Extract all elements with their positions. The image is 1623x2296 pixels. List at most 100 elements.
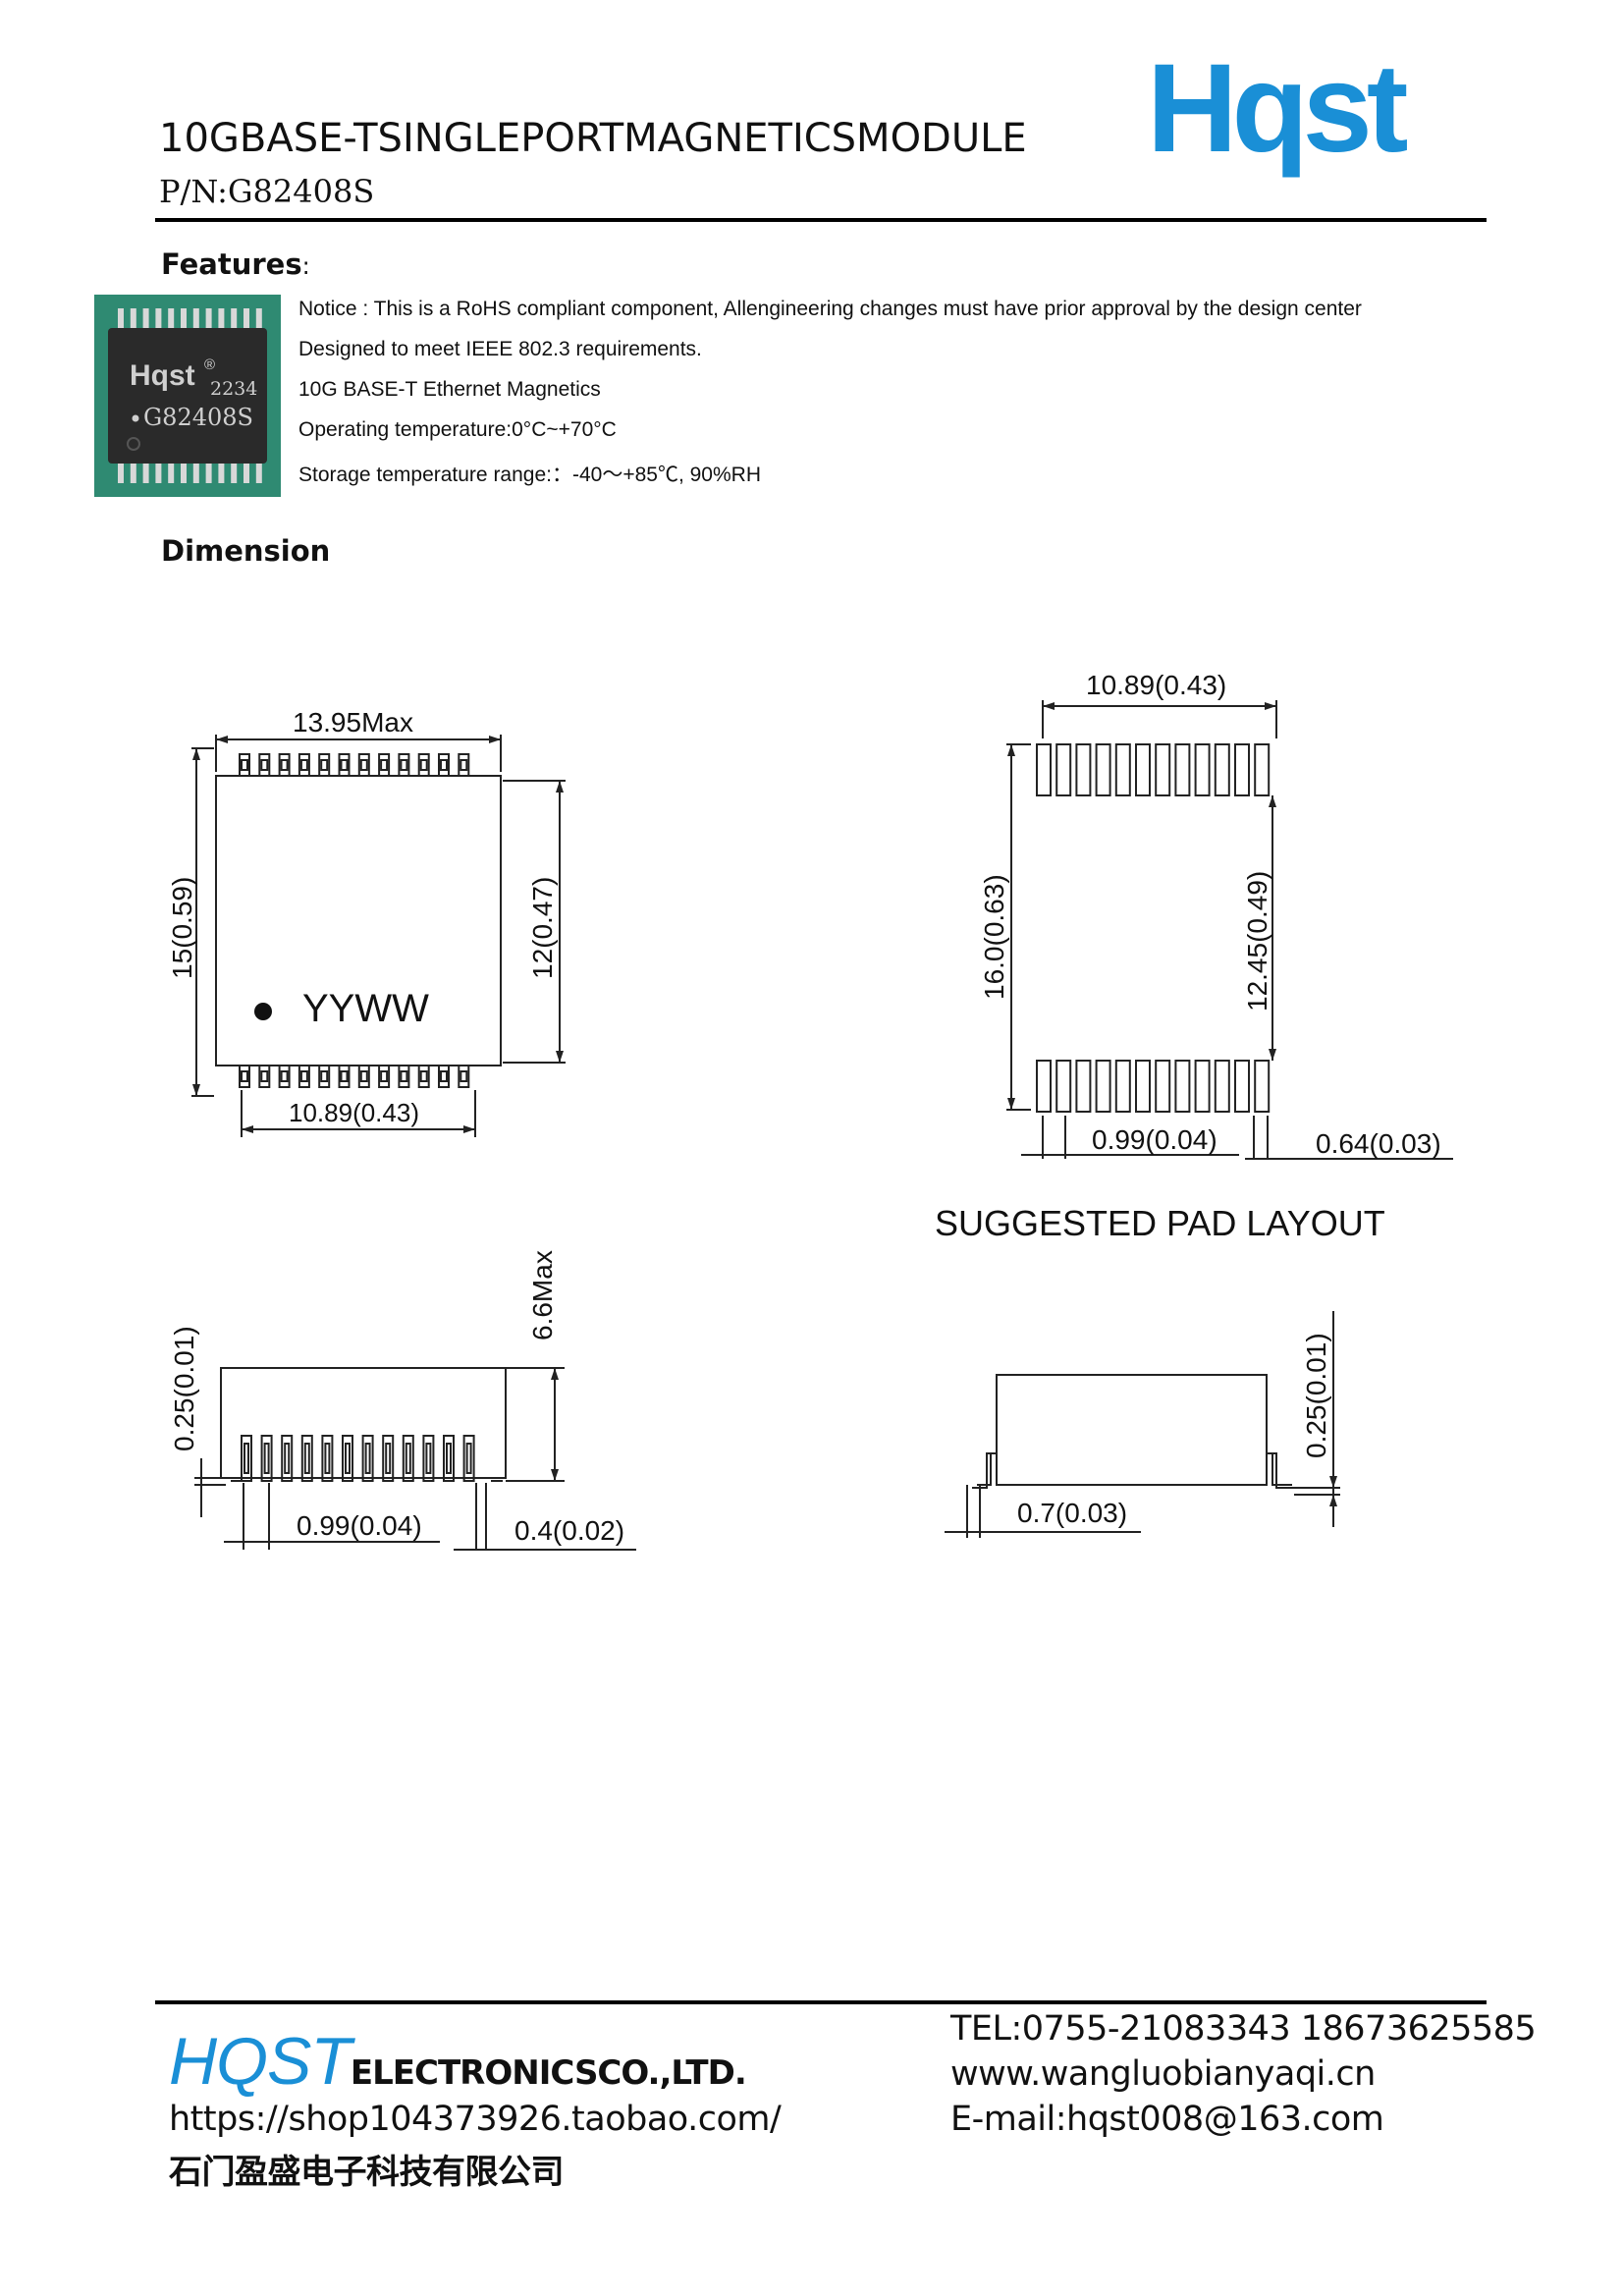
company-suffix: ELECTRONICSCO.,LTD. — [350, 2053, 747, 2093]
chip-pin — [118, 308, 124, 328]
hqst-logo: Hqst — [1147, 55, 1414, 179]
top-view-pin — [338, 753, 351, 777]
side-view-pin-inner — [425, 1443, 432, 1474]
top-view-pin — [458, 753, 470, 777]
pad — [1135, 1060, 1151, 1113]
side-view-pin-inner — [303, 1443, 310, 1474]
chip-pin — [181, 464, 187, 483]
feature-item-ieee: Designed to meet IEEE 802.3 requirements… — [298, 338, 702, 360]
chip-part-marking: G82408S — [143, 404, 253, 431]
top-view-pin — [258, 1065, 271, 1088]
side-view-pin — [300, 1435, 313, 1482]
pad — [1254, 743, 1271, 796]
chip-pin — [192, 464, 199, 483]
side-view-pin — [241, 1435, 252, 1482]
chip-pin — [231, 308, 238, 328]
side-view-pin — [422, 1435, 435, 1482]
top-view-pin-inner — [419, 1070, 428, 1082]
pad — [1075, 743, 1092, 796]
top-view-pin — [458, 1065, 470, 1088]
top-view-pin — [378, 1065, 391, 1088]
chip-pin — [130, 464, 136, 483]
top-view-width-label: 13.95Max — [293, 707, 413, 738]
top-view-pin — [278, 1065, 291, 1088]
footer-rule — [155, 2000, 1487, 2004]
top-view-pin-inner — [460, 1070, 468, 1082]
chip-pin — [243, 308, 249, 328]
chip-pin — [231, 464, 238, 483]
top-view-pin-inner — [440, 759, 448, 771]
chip-pin — [192, 308, 199, 328]
side-view-pin — [321, 1435, 334, 1482]
top-view-pin — [378, 753, 391, 777]
top-view-drawing — [191, 735, 566, 1137]
pad-layout-pitch-label: 0.99(0.04) — [1092, 1124, 1217, 1155]
top-view-pin-inner — [299, 759, 308, 771]
document-title: 10GBASE-TSINGLEPORTMAGNETICSMODULE — [159, 116, 1027, 161]
feature-item-notice: Notice : This is a RoHS compliant compon… — [298, 298, 1362, 320]
chip-registered: ® — [204, 356, 215, 373]
pad — [1174, 743, 1191, 796]
top-view-pin-inner — [299, 1070, 308, 1082]
side-view-pin-inner — [284, 1443, 291, 1474]
side-view-pin — [342, 1435, 353, 1482]
side-view-pin-inner — [446, 1443, 452, 1474]
top-view-pin — [357, 1065, 370, 1088]
chip-pin — [205, 308, 212, 328]
feature-item-storage-temp: Storage temperature range:：-40～+85℃, 90%… — [298, 464, 761, 486]
top-view-bottom-width-label: 10.89(0.43) — [289, 1098, 419, 1127]
top-view-pin — [298, 1065, 310, 1088]
side-view-drawing — [194, 1367, 636, 1551]
top-view-left-height-label: 15(0.59) — [167, 877, 197, 979]
shop-url-link[interactable]: https://shop104373926.taobao.com/ — [169, 2100, 782, 2139]
top-view-pin — [417, 753, 430, 777]
pin1-dot — [254, 1003, 272, 1020]
side-view-pin-inner — [263, 1443, 270, 1474]
top-view-pin — [398, 1065, 410, 1088]
pad — [1214, 743, 1230, 796]
top-view-pin-inner — [359, 1070, 368, 1082]
top-view-pin — [258, 753, 271, 777]
side-view-pin-inner — [243, 1443, 249, 1474]
pad — [1254, 1060, 1271, 1113]
chip-pin — [142, 464, 149, 483]
pad-layout-drawing — [1006, 700, 1453, 1160]
end-view-lead-label: 0.7(0.03) — [1017, 1498, 1127, 1528]
top-view-pin — [318, 753, 331, 777]
side-view-standoff-label: 0.25(0.01) — [169, 1326, 199, 1451]
chip-pin — [130, 308, 136, 328]
top-view-pin-inner — [320, 1070, 329, 1082]
pad — [1174, 1060, 1191, 1113]
pad — [1194, 743, 1211, 796]
side-view-pin — [361, 1435, 374, 1482]
top-view-pin-inner — [440, 1070, 448, 1082]
chip-pin — [118, 464, 124, 483]
email-link[interactable]: E-mail:hqst008@163.com — [950, 2100, 1384, 2139]
side-view-pin — [402, 1435, 414, 1482]
top-view-marking: YYWW — [302, 987, 429, 1030]
top-view-pin-inner — [241, 759, 248, 771]
side-view-pin — [382, 1435, 395, 1482]
pad — [1234, 743, 1250, 796]
pad-layout-width-label: 10.89(0.43) — [1086, 670, 1226, 700]
chip-pin — [255, 464, 262, 483]
chip-pin — [205, 464, 212, 483]
top-view-pin-inner — [241, 1070, 248, 1082]
side-view-pin-inner — [385, 1443, 392, 1474]
website-link[interactable]: www.wangluobianyaqi.cn — [950, 2054, 1376, 2094]
pad — [1135, 743, 1151, 796]
top-view-pin-inner — [380, 1070, 389, 1082]
features-heading: Features: — [161, 247, 310, 281]
logo-lettering: Hqst — [1147, 55, 1408, 179]
pad — [1055, 743, 1072, 796]
feature-item-ethernet: 10G BASE-T Ethernet Magnetics — [298, 378, 601, 401]
chip-pin — [218, 464, 225, 483]
pad-layout-inner-height-label: 12.45(0.49) — [1242, 871, 1272, 1011]
top-view-pin-inner — [419, 759, 428, 771]
top-view-right-height-label: 12(0.47) — [527, 877, 558, 979]
top-view-pin-inner — [400, 759, 408, 771]
top-view-pin — [417, 1065, 430, 1088]
chip-pin — [218, 308, 225, 328]
pad — [1114, 1060, 1131, 1113]
chip-pin — [181, 308, 187, 328]
